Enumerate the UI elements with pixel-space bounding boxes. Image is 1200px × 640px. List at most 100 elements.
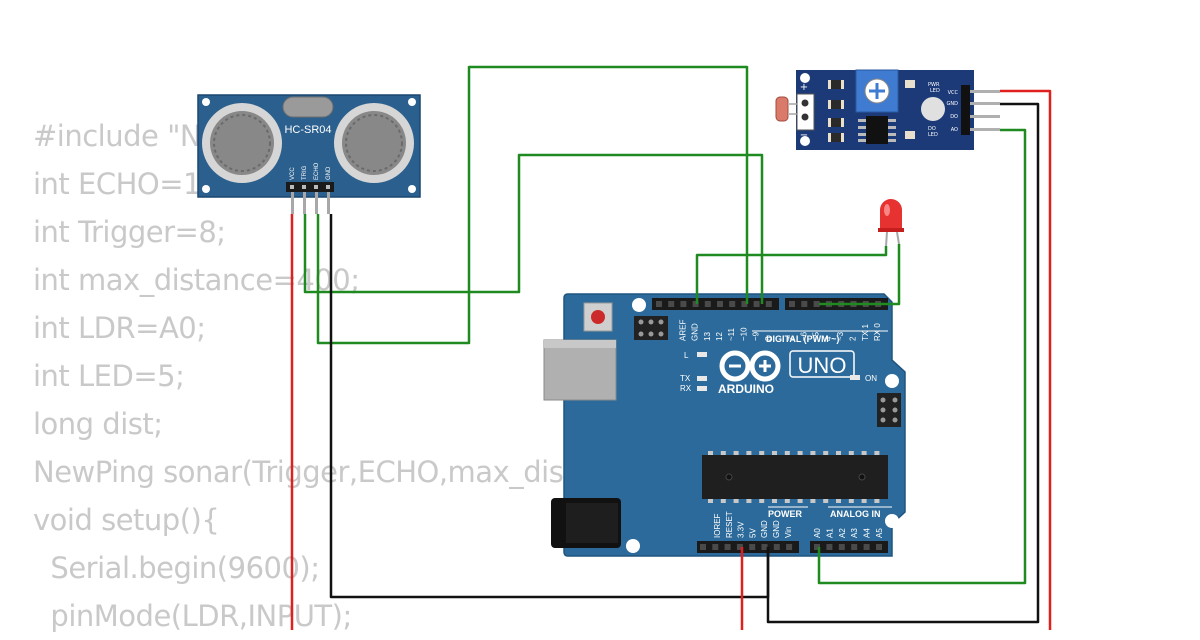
power-pin-label: 3.3V [737, 521, 746, 538]
red-led[interactable] [878, 199, 904, 247]
tx-led [697, 376, 707, 381]
power-pin-label: Vin [784, 527, 793, 538]
pin-hole[interactable] [826, 544, 833, 550]
wire-trig[interactable] [303, 153, 764, 304]
icsp-pin [638, 331, 644, 337]
chip-pin [810, 451, 816, 455]
pin-hole[interactable] [729, 301, 736, 307]
pin-hole[interactable] [692, 301, 699, 307]
chip-pin [888, 119, 896, 122]
minus-label: − [800, 130, 808, 141]
chip-pin [708, 499, 713, 503]
chip-pin [836, 499, 841, 503]
pin-hole[interactable] [668, 301, 675, 307]
pin-label-gnd: GND [326, 166, 332, 180]
photoresistor [775, 96, 789, 122]
pin-hole [302, 185, 306, 189]
pin-hole[interactable] [801, 301, 808, 307]
arduino-logo-icon [719, 350, 781, 382]
power-pin-label: GND [760, 520, 769, 538]
ultrasonic-sensor[interactable]: HC-SR04 VCC TRIG ECHO GND [197, 94, 421, 214]
do-led-label-2: LED [928, 132, 938, 138]
wire-gnd-ldr[interactable] [766, 102, 1040, 624]
code-line: void setup(){ [33, 503, 220, 537]
icsp-pin [638, 319, 644, 325]
pin-hole[interactable] [814, 544, 820, 550]
digital-pin-label: 13 [703, 332, 712, 341]
chip-pin [746, 451, 752, 455]
pin-hole[interactable] [749, 544, 756, 550]
model-label: UNO [798, 353, 847, 378]
mount-hole [885, 374, 899, 388]
code-line: int Trigger=8; [33, 215, 226, 249]
digital-pin-label: ~3 [836, 331, 845, 341]
chip-pin [874, 499, 880, 503]
ultrasonic-header [286, 182, 334, 192]
digital-pin-label: ~11 [727, 327, 736, 341]
ultrasonic-model-label: HC-SR04 [284, 124, 331, 136]
led-rim [878, 228, 904, 232]
chip-pin [823, 451, 829, 455]
icsp-pin [892, 417, 898, 423]
pin-hole[interactable] [741, 301, 748, 307]
reset-button-cap [591, 310, 605, 324]
chip-pin [759, 499, 765, 503]
transducer-right-ring [345, 114, 403, 172]
do-led-label: DO [928, 126, 936, 132]
chip-pin [836, 451, 841, 455]
pin-hole[interactable] [724, 544, 731, 550]
pin-hole[interactable] [773, 544, 780, 550]
pin-hole[interactable] [786, 544, 793, 550]
pin-hole[interactable] [813, 301, 820, 307]
power-pin-label: GND [772, 520, 781, 538]
chip-pin [848, 499, 854, 503]
ldr-terminal [796, 93, 815, 131]
icsp-pin [880, 397, 886, 403]
on-label: ON [865, 374, 877, 383]
pin-hole[interactable] [712, 544, 719, 550]
pin-hole[interactable] [704, 301, 711, 307]
pin-hole[interactable] [700, 544, 706, 550]
wire-led-pin5[interactable] [819, 244, 901, 306]
pin-hole[interactable] [680, 301, 687, 307]
mount-hole [626, 539, 640, 553]
smd-part [831, 118, 841, 127]
ldr-module[interactable]: + − PWR LED DO LED VCC GND [775, 69, 1000, 150]
bottom-pin-holes [700, 544, 882, 550]
pin-hole[interactable] [761, 544, 768, 550]
transducer-right-mesh [342, 111, 406, 175]
pin-hole[interactable] [753, 301, 760, 307]
smd-part [831, 133, 841, 142]
digital-pin-label: RX 0 [873, 323, 882, 341]
pin-hole[interactable] [838, 544, 845, 550]
pin-hole[interactable] [789, 301, 795, 307]
wire-echo[interactable] [316, 65, 749, 345]
chip-pin [858, 119, 866, 122]
pin-hole[interactable] [656, 301, 662, 307]
chip-pin [720, 499, 726, 503]
chip-pin [720, 451, 726, 455]
pin-hole[interactable] [876, 544, 882, 550]
code-line: pinMode(LDR,INPUT); [33, 599, 352, 633]
code-line: Serial.begin(9600); [33, 551, 320, 585]
pin-hole[interactable] [736, 544, 743, 550]
pin-hole[interactable] [851, 544, 858, 550]
pin-leg [327, 192, 330, 214]
chip-pin [874, 451, 880, 455]
wire-vcc-ldr[interactable] [1000, 89, 1052, 630]
terminal-screw [801, 113, 809, 121]
pin-hole[interactable] [863, 544, 870, 550]
pin-hole[interactable] [717, 301, 723, 307]
crystal [282, 96, 334, 118]
icsp-pin [892, 407, 898, 413]
wire-ldr-ao[interactable] [817, 128, 1027, 585]
plus-label: + [800, 82, 808, 93]
ldr-pin [970, 128, 1000, 131]
pin-hole [326, 185, 330, 189]
pin-hole[interactable] [765, 301, 772, 307]
terminal-screw [801, 99, 809, 107]
wire-led-gnd[interactable] [695, 246, 888, 304]
